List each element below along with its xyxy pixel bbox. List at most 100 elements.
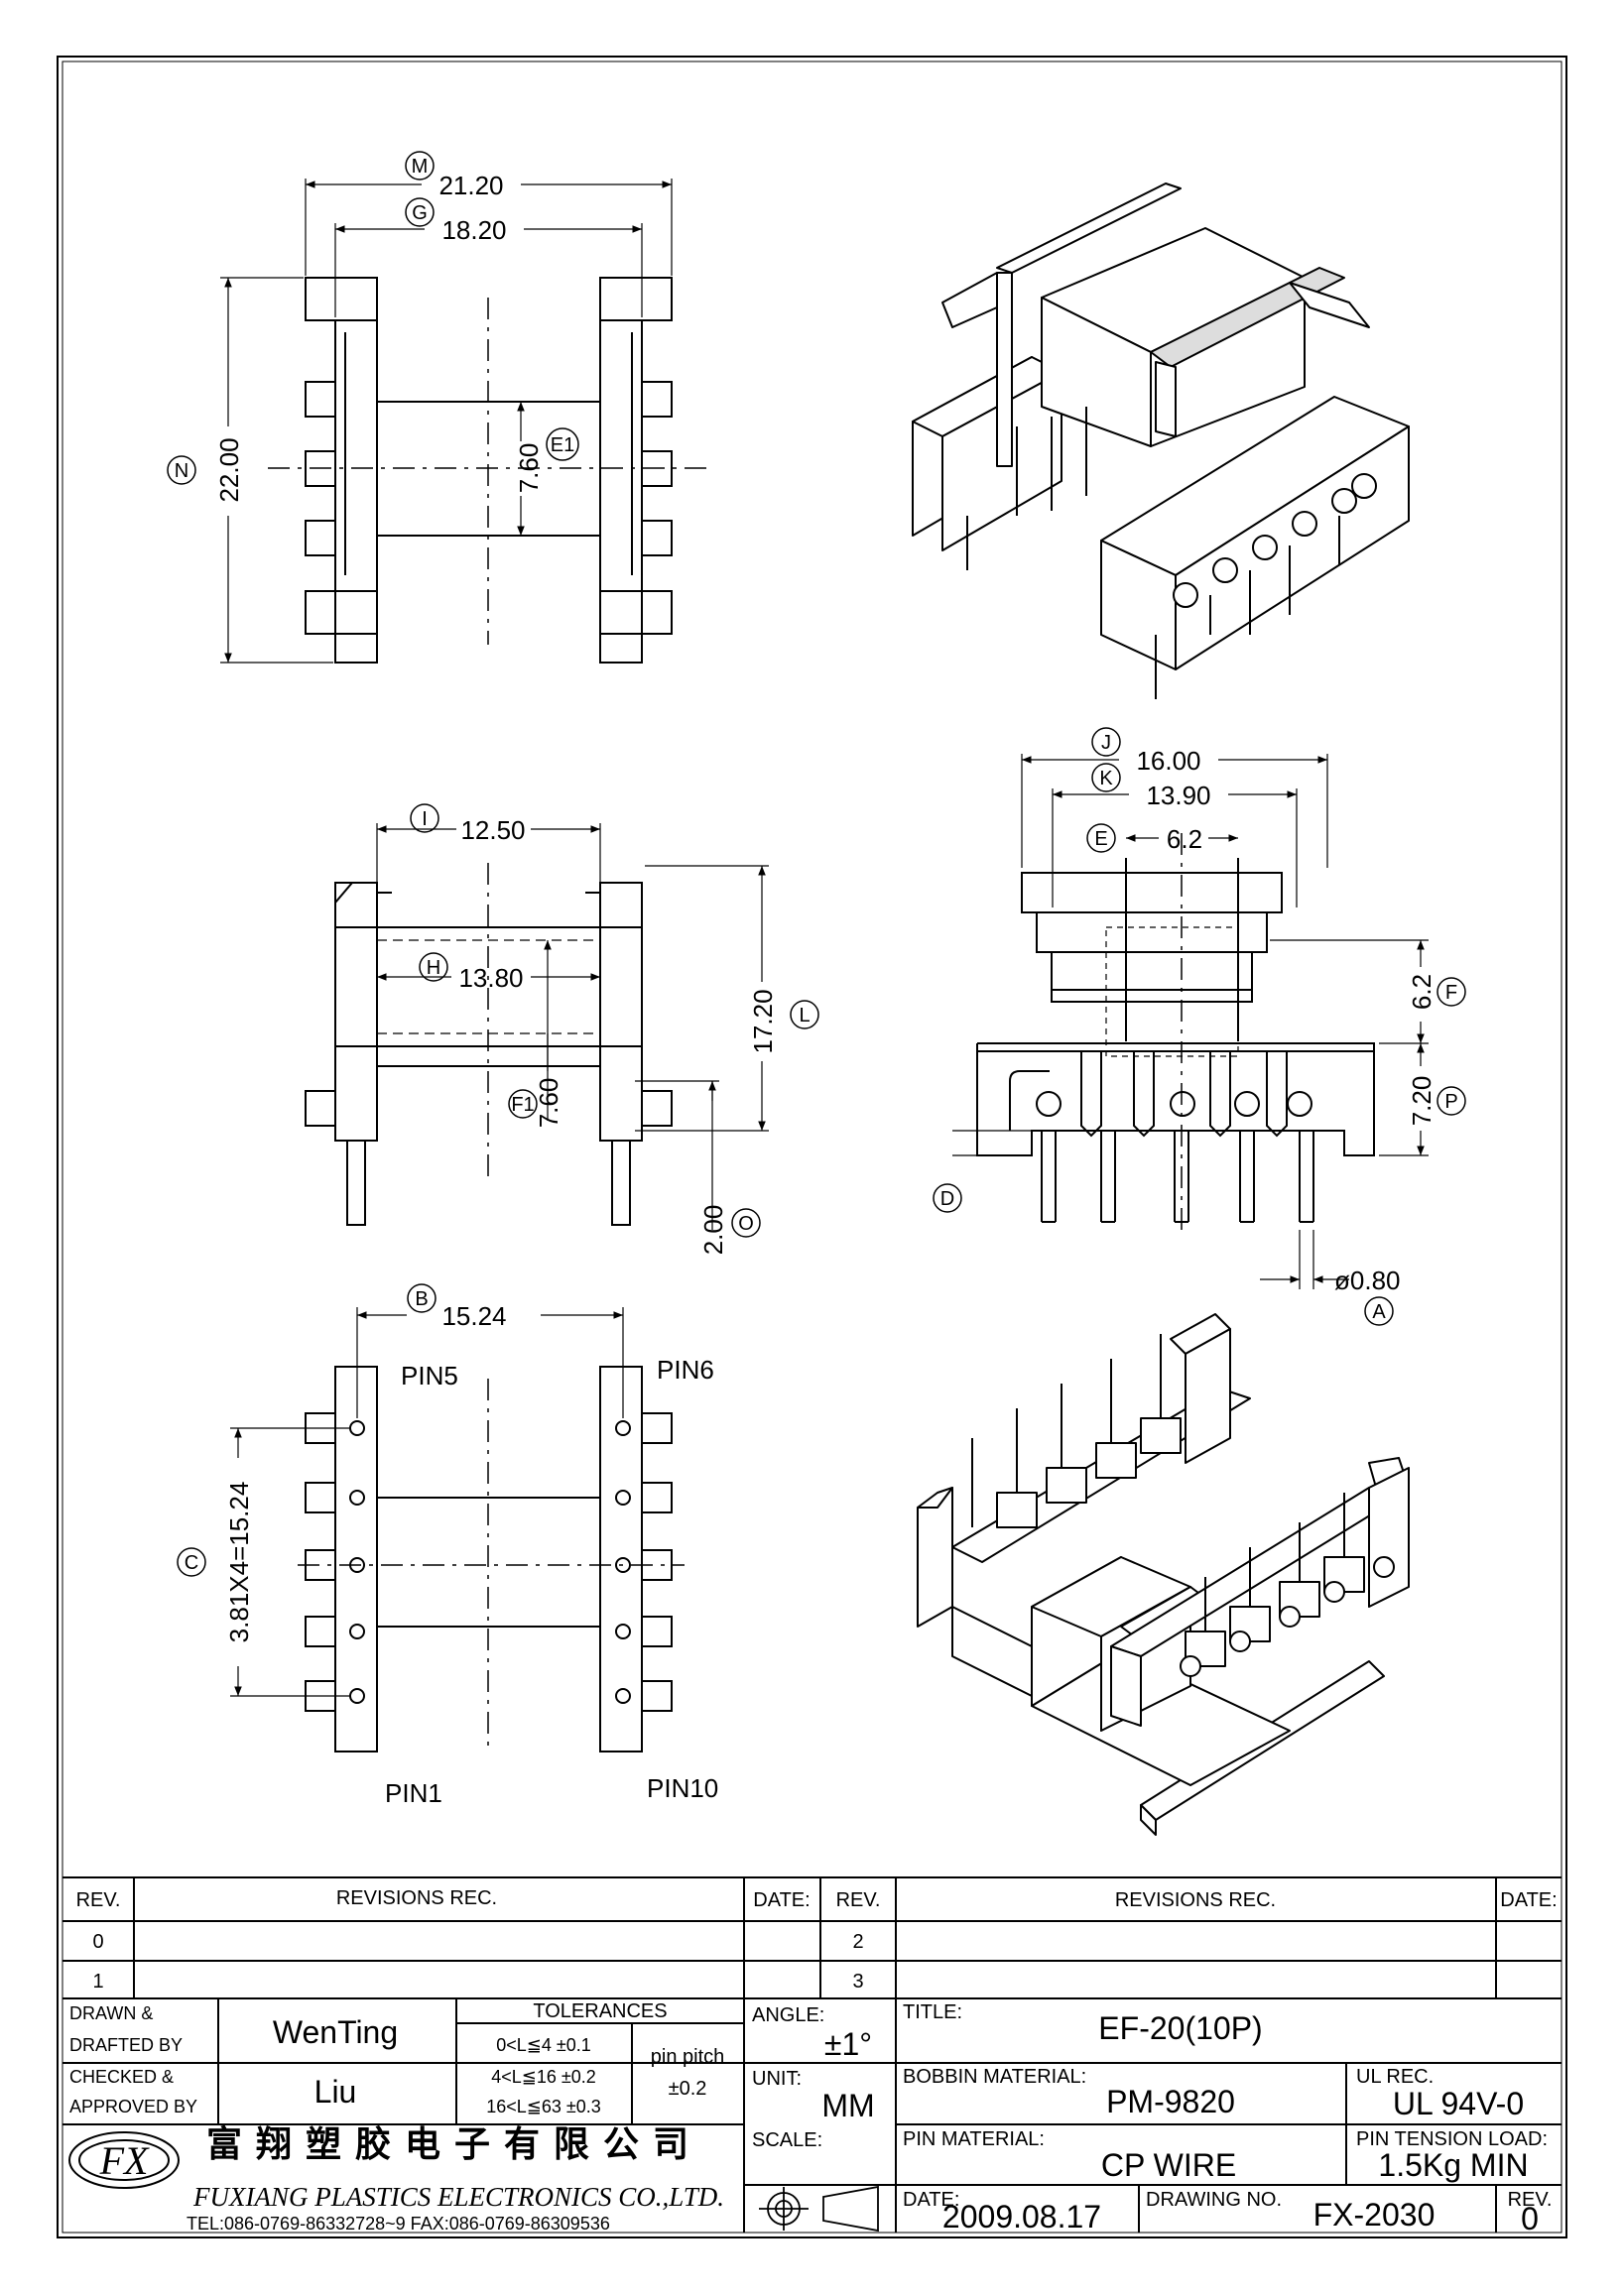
top-view	[220, 179, 714, 664]
top-view-annotations: M 21.20 G 18.20 N 22.00 7.60 E1	[167, 151, 579, 503]
inner-border	[62, 60, 1562, 2234]
dim-e: 6.2	[1167, 824, 1202, 854]
dim-n: 22.00	[214, 437, 244, 502]
checked-label-1: CHECKED &	[69, 2067, 174, 2087]
company-name-en: FUXIANG PLASTICS ELECTRONICS CO.,LTD.	[192, 2182, 724, 2212]
angle-label: ANGLE:	[752, 2004, 824, 2026]
dim-a: ø0.80	[1334, 1266, 1401, 1295]
title-value: EF-20(10P)	[1098, 2010, 1262, 2046]
dim-i: 12.50	[460, 815, 525, 845]
tolerance-3: 16<L≦63 ±0.3	[486, 2097, 601, 2116]
isometric-view-top	[912, 182, 1410, 699]
label-m: M	[412, 156, 429, 178]
label-f1: F1	[511, 1094, 534, 1116]
pin-tension-label: PIN TENSION LOAD:	[1356, 2128, 1548, 2150]
side-view	[305, 823, 769, 1230]
pin6-label: PIN6	[657, 1355, 714, 1385]
label-k: K	[1099, 768, 1113, 789]
dim-f1: 7.60	[534, 1078, 563, 1129]
side-view-annotations: I 12.50 H 13.80 F1 7.60 17.20 L 2.00 O	[410, 803, 819, 1256]
bottom-view-annotations: B 15.24 3.81X4=15.24 C PIN5 PIN6 PIN1 PI…	[177, 1283, 718, 1808]
date-label: DATE:	[903, 2189, 959, 2211]
angle-value: ±1°	[824, 2026, 872, 2062]
ul-rec-value: UL 94V-0	[1393, 2086, 1524, 2121]
dim-p: 7.20	[1407, 1076, 1437, 1127]
rev-label: REV.	[1508, 2189, 1553, 2211]
isometric-view-bottom	[917, 1313, 1410, 1836]
pin5-label: PIN5	[401, 1361, 458, 1390]
dim-c: 3.81X4=15.24	[224, 1482, 254, 1643]
title-label: TITLE:	[903, 2001, 962, 2023]
company-logo: FX	[68, 2131, 180, 2189]
date-value: 2009.08.17	[942, 2199, 1101, 2235]
label-n: N	[175, 460, 188, 482]
rev-row-3: 3	[852, 1971, 863, 1993]
pin1-label: PIN1	[385, 1778, 442, 1808]
rev-header-left: REV.	[76, 1889, 121, 1911]
revisions-table: REV. REVISIONS REC. DATE: REV. REVISIONS…	[76, 1887, 1558, 1993]
revisions-header-left: REVISIONS REC.	[336, 1887, 497, 1909]
pin10-label: PIN10	[647, 1773, 718, 1803]
label-c: C	[185, 1552, 198, 1574]
rev-row-2: 2	[852, 1931, 863, 1953]
bottom-view	[230, 1307, 685, 1752]
tolerance-1: 0<L≦4 ±0.1	[496, 2035, 591, 2055]
unit-label: UNIT:	[752, 2068, 802, 2090]
checked-by: Liu	[314, 2074, 357, 2110]
pin-pitch-label: pin pitch	[651, 2046, 725, 2068]
label-b: B	[415, 1288, 428, 1310]
rev-header-right: REV.	[836, 1889, 881, 1911]
dim-k: 13.90	[1146, 781, 1210, 810]
drawn-label-2: DRAFTED BY	[69, 2035, 183, 2055]
dim-f: 6.2	[1407, 974, 1437, 1010]
checked-label-2: APPROVED BY	[69, 2097, 197, 2116]
front-view	[952, 754, 1429, 1289]
label-g: G	[412, 202, 428, 224]
dim-g: 18.20	[441, 215, 506, 245]
rev-row-1: 1	[92, 1971, 103, 1993]
pin-material-label: PIN MATERIAL:	[903, 2128, 1045, 2150]
dim-o: 2.00	[698, 1205, 728, 1256]
outer-border	[57, 56, 1567, 2238]
dim-m: 21.20	[438, 171, 503, 200]
label-j: J	[1101, 732, 1111, 754]
drawing-no-value: FX-2030	[1313, 2197, 1436, 2233]
tolerance-2: 4<L≦16 ±0.2	[491, 2067, 596, 2087]
dim-h: 13.80	[458, 963, 523, 993]
logo-text: FX	[99, 2138, 150, 2183]
dim-b: 15.24	[441, 1301, 506, 1331]
pin-tension-value: 1.5Kg MIN	[1378, 2147, 1528, 2183]
ul-rec-label: UL REC.	[1356, 2066, 1434, 2088]
rev-value: 0	[1521, 2201, 1539, 2236]
label-p: P	[1444, 1091, 1457, 1113]
pin-pitch-value: ±0.2	[669, 2078, 707, 2100]
label-e1: E1	[551, 434, 574, 456]
front-view-annotations: J 16.00 K 13.90 E 6.2 6.2 F 7.20 P D ø0.…	[933, 727, 1466, 1326]
label-o: O	[738, 1213, 754, 1235]
label-f: F	[1445, 982, 1457, 1004]
date-header-left: DATE:	[753, 1889, 810, 1911]
bobbin-material-value: PM-9820	[1106, 2084, 1235, 2119]
scale-label: SCALE:	[752, 2129, 822, 2151]
drawn-label-1: DRAWN &	[69, 2003, 153, 2023]
label-d: D	[940, 1188, 954, 1210]
unit-value: MM	[821, 2088, 874, 2123]
drawing-no-label: DRAWING NO.	[1146, 2189, 1282, 2211]
label-a: A	[1372, 1301, 1386, 1323]
label-h: H	[427, 957, 440, 979]
projection-symbol	[759, 2185, 879, 2233]
title-block-grid	[62, 1876, 1562, 2233]
drawn-by: WenTing	[273, 2014, 398, 2050]
revisions-header-right: REVISIONS REC.	[1115, 1889, 1276, 1911]
label-l: L	[799, 1005, 810, 1027]
date-header-right: DATE:	[1500, 1889, 1557, 1911]
title-block-info: DRAWN & DRAFTED BY WenTing CHECKED & APP…	[69, 2000, 1552, 2236]
company-name-cn: 富翔塑胶电子有限公司	[206, 2123, 702, 2165]
bobbin-material-label: BOBBIN MATERIAL:	[903, 2066, 1086, 2088]
rev-row-0: 0	[92, 1931, 103, 1953]
dim-j: 16.00	[1136, 746, 1200, 776]
label-i: I	[422, 808, 428, 830]
company-contact: TEL:086-0769-86332728~9 FAX:086-0769-863…	[187, 2214, 610, 2234]
company-block: FX 富翔塑胶电子有限公司 FUXIANG PLASTICS ELECTRONI…	[68, 2123, 724, 2234]
